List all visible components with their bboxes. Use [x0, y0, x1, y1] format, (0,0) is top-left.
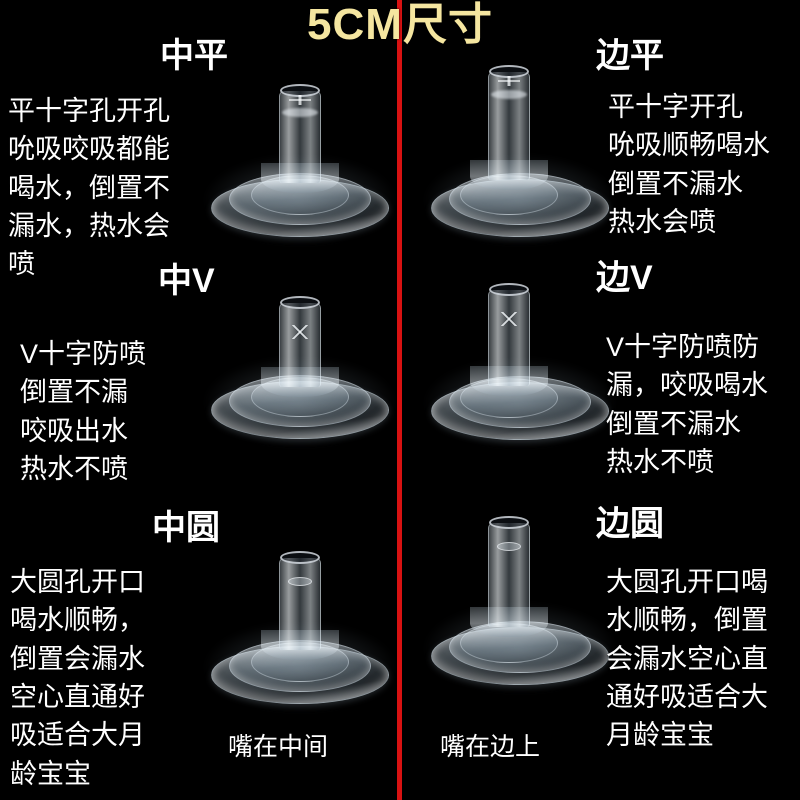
section-description-bian-v: V十字防喷防 漏，咬吸喝水 倒置不漏水 热水不喷 [606, 332, 768, 477]
spout-tube [279, 303, 321, 387]
section-label-bian-yuan: 边圆 [596, 505, 664, 543]
page-title: 5CM尺寸 [307, 0, 493, 49]
section-description-zhong-yuan: 大圆孔开口 喝水顺畅， 倒置会漏水 空心直通好 吸适合大月 龄宝宝 [10, 567, 145, 789]
vertical-divider [397, 0, 402, 800]
tube-highlight-band [282, 108, 318, 117]
tube-rim [488, 283, 529, 296]
section-description-zhong-ping: 平十字孔开孔 吮吸咬吸都能 喝水，倒置不 漏水，热水会 喷 [8, 96, 170, 280]
section-description-bian-yuan: 大圆孔开口喝 水顺畅，倒置 会漏水空心直 通好吸适合大 月龄宝宝 [606, 567, 768, 751]
product-photo-zhong-ping [205, 45, 395, 245]
round-hole-opening [288, 577, 312, 586]
section-label-bian-v: 边V [596, 259, 653, 297]
flange-inner [459, 175, 558, 215]
spout-tube [279, 91, 321, 183]
section-label-bian-ping: 边平 [596, 37, 664, 75]
spout-tube [487, 290, 530, 386]
cross-slit-opening [289, 95, 311, 105]
section-label-zhong-ping: 中平 [160, 37, 228, 75]
product-photo-bian-yuan [425, 478, 615, 693]
caption-left: 嘴在中间 [228, 733, 329, 761]
section-label-zhong-yuan: 中圆 [152, 509, 220, 547]
tube-highlight-band [490, 90, 527, 99]
v-cut-opening [495, 312, 522, 326]
section-description-bian-ping: 平十字开孔 吮吸顺畅喝水 倒置不漏水 热水会喷 [608, 92, 770, 237]
tube-rim [280, 551, 320, 564]
round-hole-opening [496, 542, 521, 551]
spout-tube [487, 523, 530, 627]
tube-rim [280, 296, 320, 309]
v-cut-opening [287, 325, 313, 339]
caption-right: 嘴在边上 [440, 733, 541, 761]
section-label-zhong-v: 中V [158, 262, 215, 300]
section-description-zhong-v: V十字防喷 倒置不漏 咬吸出水 热水不喷 [20, 339, 147, 484]
spout-tube [279, 558, 321, 650]
tube-rim [488, 516, 529, 529]
spout-tube [487, 72, 530, 180]
product-photo-zhong-yuan [205, 512, 395, 712]
product-photo-zhong-v [205, 262, 395, 447]
cross-slit-opening [497, 76, 520, 86]
product-photo-bian-ping [425, 30, 615, 245]
product-photo-bian-v [425, 248, 615, 448]
